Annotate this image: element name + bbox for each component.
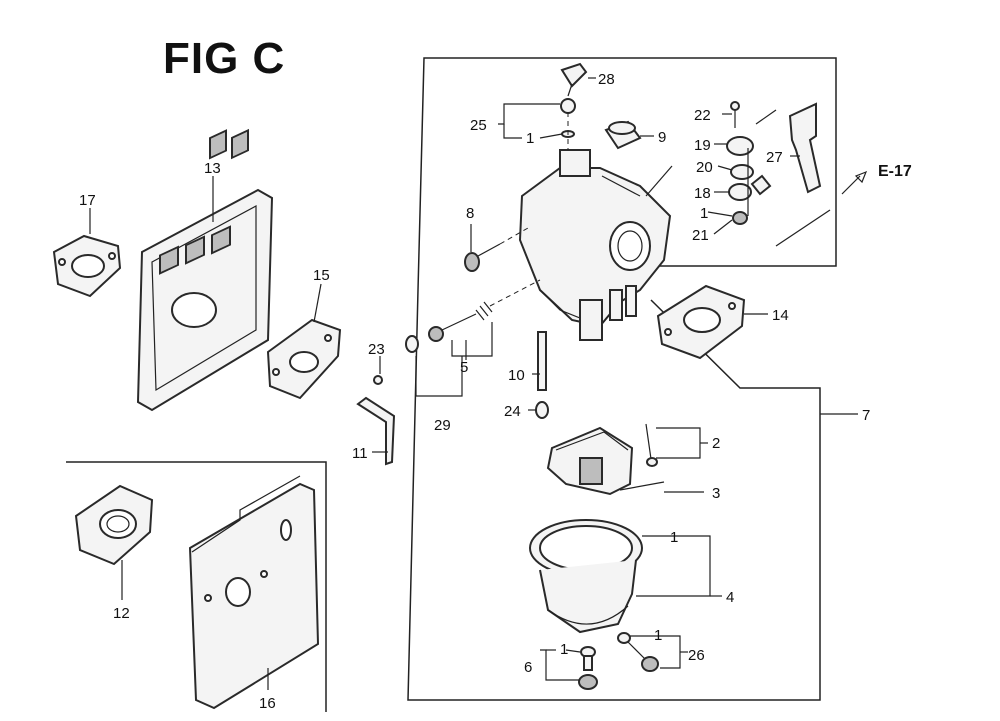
callout-2: 2 [712, 435, 720, 452]
callout-14: 14 [772, 307, 789, 324]
callout-1e: 1 [654, 627, 662, 644]
throttle-screw-5 [428, 279, 541, 342]
callout-21: 21 [692, 227, 709, 244]
callout-9: 9 [658, 129, 666, 146]
carburetor-body [518, 149, 672, 341]
leader-lines [89, 77, 868, 690]
callout-1a: 1 [526, 130, 534, 147]
callout-1d: 1 [560, 641, 568, 658]
callout-19: 19 [694, 137, 711, 154]
pilot-screw-8 [464, 227, 529, 272]
insulator-12 [74, 484, 154, 566]
drain-parts [535, 331, 549, 419]
air-cleaner-plate-13 [136, 128, 274, 412]
bowl-screws [578, 632, 659, 690]
callout-17: 17 [79, 192, 96, 209]
callout-6: 6 [524, 659, 532, 676]
valve-parts [726, 101, 772, 225]
callout-8: 8 [466, 205, 474, 222]
callout-1b: 1 [700, 205, 708, 222]
gasket-14 [656, 284, 746, 360]
gasket-17 [52, 234, 122, 298]
callout-27: 27 [766, 149, 783, 166]
figure-title: FIG C [163, 34, 286, 83]
callout-11: 11 [352, 445, 368, 462]
callout-15: 15 [313, 267, 330, 284]
callout-23: 23 [368, 341, 385, 358]
callout-24: 24 [504, 403, 521, 420]
callout-18: 18 [694, 185, 711, 202]
float-assembly [546, 423, 665, 496]
callout-5: 5 [460, 359, 468, 376]
bracket-27 [788, 102, 822, 194]
lever-28 [560, 62, 588, 97]
callout-25: 25 [470, 117, 487, 134]
reference-e17: E-17 [878, 163, 912, 180]
plate-16 [188, 475, 320, 710]
callout-7: 7 [862, 407, 870, 424]
callout-10: 10 [508, 367, 525, 384]
callout-22: 22 [694, 107, 711, 124]
gasket-15 [266, 318, 342, 400]
callout-16: 16 [259, 695, 276, 712]
callout-3: 3 [712, 485, 720, 502]
callout-28: 28 [598, 71, 615, 88]
callout-4: 4 [726, 589, 734, 606]
callout-29: 29 [434, 417, 451, 434]
callout-12: 12 [113, 605, 130, 622]
choke-parts [356, 335, 419, 466]
assembly-frame [66, 57, 837, 712]
callout-13: 13 [204, 160, 221, 177]
cap-9 [604, 120, 642, 150]
callout-20: 20 [696, 159, 713, 176]
callout-26: 26 [688, 647, 705, 664]
callout-1c: 1 [670, 529, 678, 546]
screw-25 [560, 98, 576, 150]
float-bowl [529, 519, 643, 634]
callouts: 17 13 15 12 16 14 28 25 1 9 8 22 19 20 1… [79, 71, 912, 712]
